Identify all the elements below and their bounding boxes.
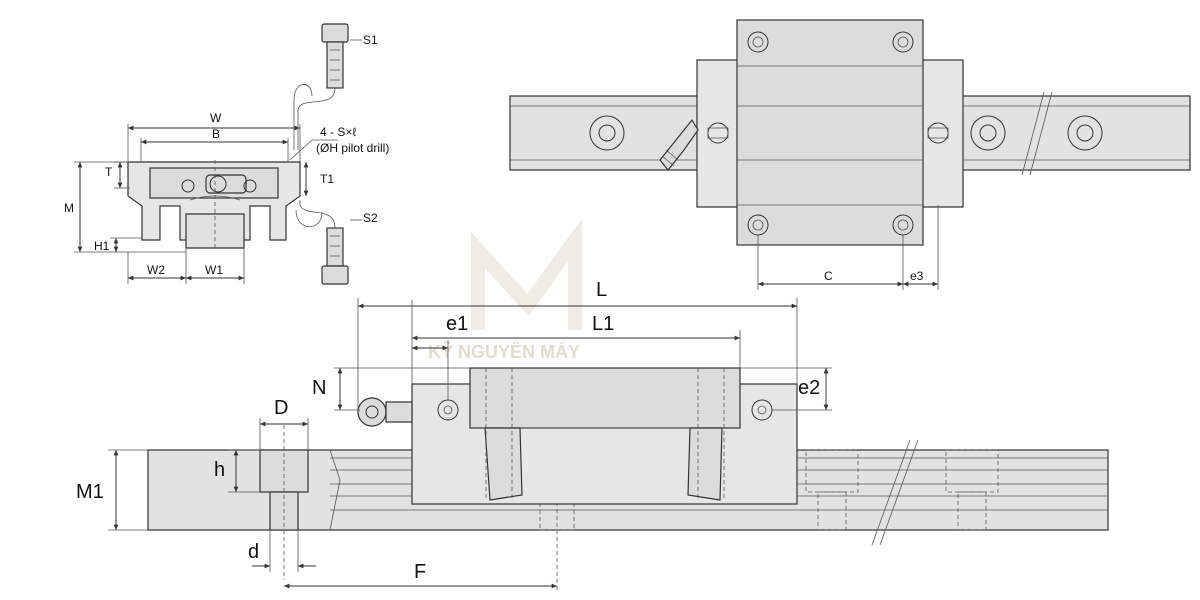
top-view-mount-hole-1 [747, 31, 769, 53]
top-view-carriage-block [736, 19, 924, 246]
label-bolt-callout-pilot: (ØH pilot drill) [316, 141, 389, 155]
label-e3: e3 [910, 269, 924, 283]
watermark-logo [471, 218, 582, 330]
label-s2: S2 [363, 211, 378, 225]
top-view: C e3 [509, 19, 1191, 290]
side-view-grease-nipple-icon [357, 397, 413, 427]
label-w2: W2 [147, 263, 165, 277]
label-w: W [210, 111, 222, 125]
top-view-mount-hole-2 [892, 31, 914, 53]
label-l: L [596, 279, 607, 301]
side-view-carriage-top [469, 367, 741, 429]
watermark-text: KỸ NGUYÊN MÁY [428, 341, 580, 362]
label-bolt-callout: 4 - S×ℓ [320, 125, 356, 139]
label-h: h [214, 459, 225, 481]
label-t1: T1 [320, 172, 334, 186]
label-m: M [64, 201, 74, 215]
label-c: C [824, 269, 833, 283]
top-view-rail-hole-2 [970, 115, 1006, 151]
label-f: F [414, 561, 426, 583]
label-b: B [212, 127, 220, 141]
label-e2: e2 [798, 377, 820, 399]
label-n: N [312, 377, 326, 399]
bolt-s2-icon [321, 227, 349, 285]
label-e1: e1 [446, 313, 468, 335]
label-w1: W1 [205, 263, 223, 277]
end-view-hole-right [243, 179, 257, 193]
label-m1: M1 [76, 481, 104, 503]
end-view-hole-left [181, 179, 195, 193]
top-view-rail-hole-3 [1067, 115, 1103, 151]
label-t: T [105, 165, 113, 179]
label-l1: L1 [592, 313, 614, 335]
label-d-lower: d [248, 541, 259, 563]
end-view-grease-nipple [209, 175, 227, 193]
label-s1: S1 [363, 33, 378, 47]
label-d-upper: D [274, 397, 288, 419]
end-view: W B 4 - S×ℓ (ØH pilot drill) T T1 M H1 [64, 23, 389, 285]
top-view-rail-hole-1 [589, 115, 625, 151]
top-view-grease-nipple-icon [659, 118, 699, 171]
side-view: L L1 e1 N e2 D h M1 [76, 279, 1109, 590]
bolt-s1-icon [321, 23, 349, 89]
label-h1: H1 [94, 239, 110, 253]
